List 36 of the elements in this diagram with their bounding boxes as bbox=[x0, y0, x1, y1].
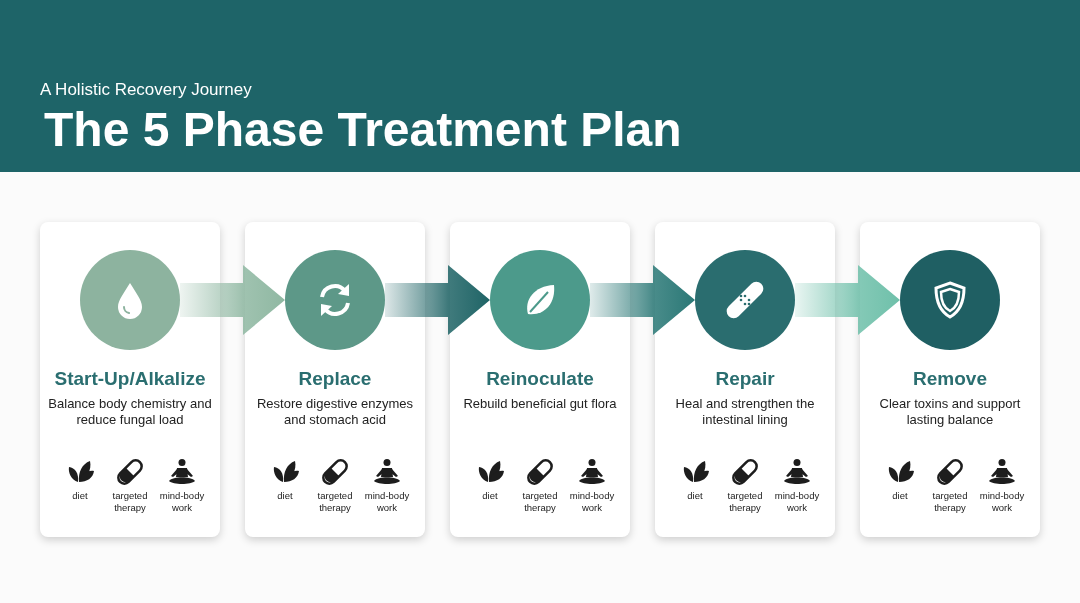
phase-description: Clear toxins and support lasting balance bbox=[878, 396, 1022, 428]
icon-label: targeted therapy bbox=[726, 490, 764, 514]
icon-label: targeted therapy bbox=[111, 490, 149, 514]
phase-card bbox=[655, 222, 835, 537]
arrow bbox=[385, 265, 490, 335]
icon-label: targeted therapy bbox=[931, 490, 969, 514]
phase-description: Balance body chemistry and reduce fungal load bbox=[48, 396, 212, 428]
phase-card bbox=[40, 222, 220, 537]
phase-heading: Remove bbox=[912, 368, 988, 390]
icon-label: diet bbox=[686, 490, 704, 502]
phase-heading: Reinoculate bbox=[485, 368, 595, 390]
icon-label: mind-body work bbox=[568, 490, 616, 514]
icon-label: diet bbox=[276, 490, 294, 502]
icon-label: diet bbox=[891, 490, 909, 502]
icon-label: mind-body work bbox=[978, 490, 1026, 514]
icon-label: targeted therapy bbox=[316, 490, 354, 514]
icon-label: mind-body work bbox=[158, 490, 206, 514]
icon-label: mind-body work bbox=[773, 490, 821, 514]
phase-heading: Start-Up/Alkalize bbox=[53, 368, 207, 390]
subtitle: A Holistic Recovery Journey bbox=[40, 80, 252, 100]
phase-description: Heal and strengthen the intestinal lining bbox=[674, 396, 816, 428]
icon-label: diet bbox=[71, 490, 89, 502]
phase-card bbox=[450, 222, 630, 537]
phase-description: Restore digestive enzymes and stomach acid bbox=[255, 396, 415, 428]
icon-label: targeted therapy bbox=[521, 490, 559, 514]
arrow bbox=[180, 265, 285, 335]
phase-card bbox=[245, 222, 425, 537]
phase-heading: Replace bbox=[297, 368, 373, 390]
arrow bbox=[795, 265, 900, 335]
phase-heading: Repair bbox=[714, 368, 776, 390]
icon-label: diet bbox=[481, 490, 499, 502]
title: The 5 Phase Treatment Plan bbox=[44, 102, 682, 157]
icon-label: mind-body work bbox=[363, 490, 411, 514]
phase-description: Rebuild beneficial gut flora bbox=[462, 396, 618, 412]
phase-card bbox=[860, 222, 1040, 537]
arrow bbox=[590, 265, 695, 335]
